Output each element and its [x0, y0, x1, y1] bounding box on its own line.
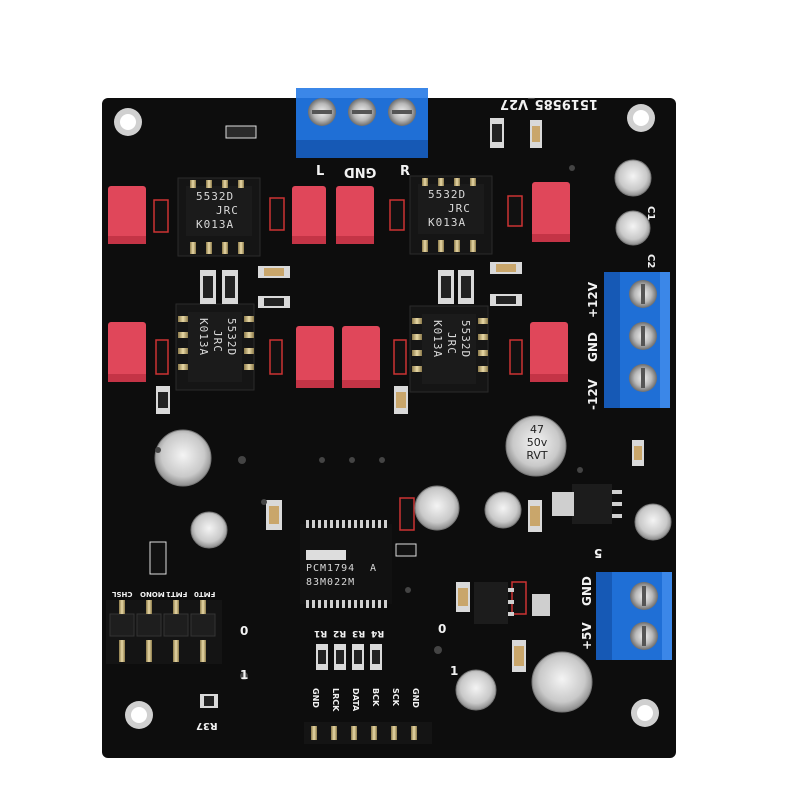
jumper-header [106, 600, 222, 664]
dig-plus5-label: +5V [580, 622, 594, 650]
header-label: DATA [351, 688, 360, 712]
dac-suffix: A [370, 563, 378, 574]
jumper-label: MONO [140, 590, 165, 598]
pwr-plus12-label: +12V [586, 281, 600, 318]
r-label: R2 [333, 628, 347, 638]
out-right-label: R [400, 164, 411, 179]
jumper-label: FMT1 [166, 590, 188, 598]
voltage-regulators [474, 484, 622, 624]
electrolytic-capacitors [154, 159, 672, 713]
digital-terminal-block [596, 572, 672, 660]
opamp-2-brand: 5532D [428, 188, 467, 201]
dig-gnd-label: GND [580, 576, 594, 606]
mark-1-left: 1 [240, 668, 249, 682]
jumper-label: FMT0 [194, 590, 216, 598]
r37-label: R37 [196, 720, 218, 731]
header-label: BCK [371, 688, 380, 707]
power-terminal-block [604, 272, 670, 408]
mark-0-left: 0 [240, 624, 249, 638]
r-label: R3 [352, 628, 366, 638]
r-label: R4 [371, 628, 385, 638]
opamp-4-lot: K013A [431, 320, 444, 359]
dac-chip [300, 520, 392, 608]
header-label: GND [411, 688, 420, 708]
opamp-1-lot: K013A [196, 218, 235, 231]
pwr-gnd-label: GND [586, 332, 600, 362]
opamp-sockets [175, 175, 493, 393]
opamp-4-brand: 5532D [459, 320, 472, 359]
opamp-3-lot: K013A [197, 318, 210, 357]
out-left-label: L [316, 164, 325, 179]
socket-pins [178, 178, 488, 372]
pwr-minus12-label: -12V [586, 379, 600, 410]
i2s-header [304, 722, 432, 744]
header-label: SCK [391, 688, 400, 706]
opamp-3-brand: 5532D [225, 318, 238, 357]
vias [155, 165, 583, 680]
opamp-3-maker: JRC [211, 330, 224, 353]
mark-5: 5 [594, 546, 603, 560]
c2-label: C2 [645, 254, 656, 269]
jumper-label: CHSL [112, 590, 133, 598]
output-terminal-block [296, 88, 428, 158]
dac-code: 83M022M [306, 577, 356, 588]
cap-brand: RVT [526, 449, 548, 462]
c1-label: C1 [645, 206, 656, 221]
dac-part: PCM1794 [306, 563, 356, 574]
out-gnd-label: GND [344, 164, 377, 179]
mark-1-mid: 1 [450, 664, 459, 678]
opamp-1-brand: 5532D [196, 190, 235, 203]
mark-0-mid: 0 [438, 622, 447, 636]
pcb-board [102, 98, 676, 758]
smd-components [149, 118, 644, 708]
opamp-1-maker: JRC [216, 204, 239, 217]
serial-label: 1519585_V27 [500, 96, 598, 111]
mounting-holes [114, 104, 659, 729]
header-label: LRCK [331, 688, 340, 712]
opamp-4-maker: JRC [445, 332, 458, 355]
header-label: GND [311, 688, 320, 708]
film-capacitors [108, 182, 570, 388]
r-label: R1 [314, 628, 328, 638]
cap-value: 47 [530, 423, 544, 436]
opamp-2-lot: K013A [428, 216, 467, 229]
opamp-2-maker: JRC [448, 202, 471, 215]
film-cap-shading [108, 234, 570, 388]
cap-voltage: 50v [526, 436, 548, 449]
screw-icon [308, 98, 416, 126]
